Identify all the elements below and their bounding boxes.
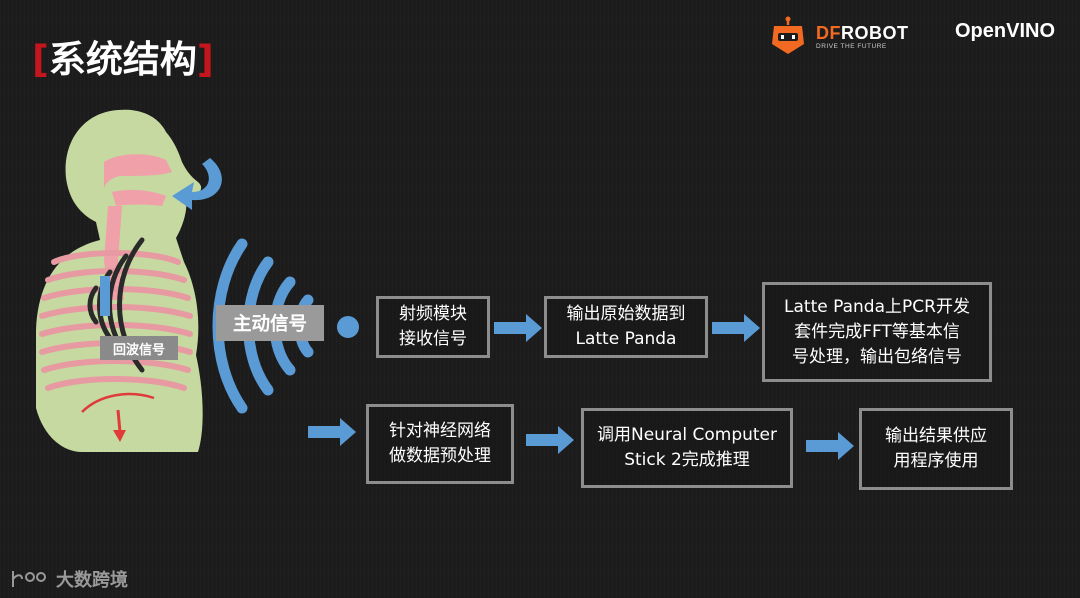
step-text-line: 输出原始数据到 xyxy=(566,304,686,324)
step-text-line: 套件完成FFT等基本信 xyxy=(794,321,960,342)
step-text-line: 做数据预处理 xyxy=(389,446,491,466)
red-arrow-head xyxy=(113,430,126,442)
active-signal-label: 主动信号 xyxy=(216,305,324,341)
step-rf-receive-box: 射频模块 接收信号 xyxy=(376,296,490,358)
arrow-3 xyxy=(308,418,356,446)
page-title: [ 系统结构 ] xyxy=(32,38,214,82)
step-pcr-fft-box: Latte Panda上PCR开发 套件完成FFT等基本信 号处理，输出包络信号 xyxy=(762,282,992,382)
dfrobot-logo: DFROBOT DRIVE THE FUTURE xyxy=(768,16,909,56)
step-text-line: 调用Neural Computer xyxy=(597,425,777,445)
red-down-arrow-path xyxy=(81,392,155,413)
title-bracket-right: ] xyxy=(196,38,214,81)
step-output-raw-box: 输出原始数据到 Latte Panda xyxy=(544,296,708,358)
title-text: 系统结构 xyxy=(48,38,197,81)
step-text-line: 号处理，输出包络信号 xyxy=(792,346,962,367)
blue-pipe xyxy=(100,276,110,316)
step-text-line: Latte Panda上PCR开发 xyxy=(784,296,970,317)
openvino-logo: OpenVINO xyxy=(955,20,1056,42)
arrow-1 xyxy=(494,314,542,342)
step-preprocess-box: 针对神经网络 做数据预处理 xyxy=(366,404,514,484)
watermark-logo-icon xyxy=(12,571,46,587)
arrow-2 xyxy=(712,314,760,342)
step-text-line: 接收信号 xyxy=(399,329,467,349)
mouth-cavity xyxy=(112,189,166,206)
echo-signal-label: 回波信号 xyxy=(100,336,178,360)
step-inference-box: 调用Neural Computer Stick 2完成推理 xyxy=(581,408,793,488)
step-text-line: 输出结果供应 xyxy=(885,426,987,446)
step-output-result-box: 输出结果供应 用程序使用 xyxy=(859,408,1013,490)
nasal-cavity xyxy=(104,154,172,190)
flow-arrows xyxy=(308,314,854,460)
step-text-line: Stick 2完成推理 xyxy=(624,450,750,470)
dfrobot-name: DFROBOT xyxy=(816,22,909,43)
inhale-arrow xyxy=(172,158,222,210)
arrow-5 xyxy=(806,432,854,460)
watermark: 大数跨境 xyxy=(10,566,128,592)
step-text-line: 针对神经网络 xyxy=(389,421,491,441)
step-text-line: 射频模块 xyxy=(399,304,467,324)
step-text-line: Latte Panda xyxy=(575,329,677,349)
dfrobot-tagline: DRIVE THE FUTURE xyxy=(816,42,887,50)
arrow-4 xyxy=(526,426,574,454)
step-text-line: 用程序使用 xyxy=(893,451,979,471)
robot-head-icon xyxy=(772,16,804,54)
title-bracket-left: [ xyxy=(32,38,49,81)
watermark-text: 大数跨境 xyxy=(56,570,128,591)
signal-source-dot xyxy=(337,316,359,338)
